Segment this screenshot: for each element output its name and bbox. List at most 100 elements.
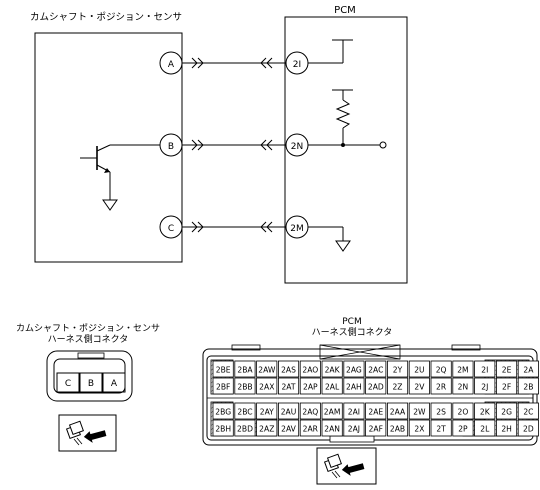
pcm-pin-cell bbox=[495, 377, 518, 395]
pcm-pin-cell bbox=[277, 419, 300, 437]
pcm-pin-label: 2BA bbox=[237, 366, 253, 375]
pcm-pin-cell bbox=[386, 419, 409, 437]
pcm-pin-label: 2R bbox=[436, 383, 447, 392]
pcm-pin-cell bbox=[256, 402, 278, 420]
connector-pin: B bbox=[88, 379, 94, 389]
pcm-pin-cell bbox=[517, 377, 539, 395]
pcm-pin-label: 2AW bbox=[258, 366, 276, 375]
pcm-pin-cell bbox=[343, 377, 365, 395]
pcm-pin-cell bbox=[321, 419, 343, 437]
pcm-pin-cell bbox=[365, 360, 387, 378]
pcm-2m-ground bbox=[308, 226, 344, 241]
pcm-pin-label: 2AZ bbox=[259, 425, 274, 434]
pcm-pin-label: 2O bbox=[457, 408, 468, 417]
pcm-pin-cell bbox=[343, 402, 365, 420]
pin-label: A bbox=[168, 60, 175, 70]
pcm-pin-label: 2AK bbox=[325, 366, 341, 375]
pcm-pin-cell bbox=[343, 419, 365, 437]
ground-icon bbox=[102, 199, 118, 211]
pin-label: B bbox=[168, 142, 174, 152]
pcm-pin-label: 2AX bbox=[259, 383, 274, 392]
pcm-pin-cell bbox=[452, 377, 474, 395]
ground-icon bbox=[335, 240, 351, 252]
pcm-pin-cell bbox=[256, 377, 278, 395]
pcm-pin-cell bbox=[452, 360, 474, 378]
pcm-title: PCM bbox=[334, 5, 356, 16]
pcm-pin-label: 2AM bbox=[324, 408, 341, 417]
connector-pin: C bbox=[65, 379, 71, 389]
pcm-pin-label: 2F bbox=[502, 383, 511, 392]
pcm-harness-subtitle: ハーネス側コネクタ bbox=[312, 326, 393, 338]
pcm-pin-cell bbox=[365, 402, 387, 420]
pcm-pin-label: 2BG bbox=[215, 408, 231, 417]
pcm-pin-label: 2AI bbox=[348, 408, 360, 417]
pcm-pin-2n: 2N bbox=[285, 133, 309, 157]
wire-b-2n bbox=[182, 139, 286, 151]
pcm-pin-cell bbox=[386, 402, 409, 420]
pcm-harness-title: PCM bbox=[342, 317, 361, 327]
pcm-pin-cell bbox=[430, 419, 452, 437]
pcm-pin-label: 2U bbox=[414, 366, 424, 375]
pcm-box bbox=[284, 16, 408, 284]
pcm-pin-label: 2AF bbox=[369, 425, 383, 434]
pcm-pin-label: 2BH bbox=[215, 425, 231, 434]
pcm-pin-label: 2C bbox=[523, 408, 533, 417]
pcm-pin-cell bbox=[234, 402, 256, 420]
pcm-pin-label: 2AJ bbox=[348, 425, 360, 434]
pcm-pin-cell bbox=[256, 419, 278, 437]
pcm-pin-label: 2AC bbox=[368, 366, 383, 375]
pcm-pin-label: 2X bbox=[414, 425, 424, 434]
pcm-pin-cell bbox=[517, 419, 539, 437]
connector-view-icon bbox=[316, 447, 377, 485]
pcm-pin-label: 2K bbox=[480, 408, 491, 417]
sensor-title: カムシャフト・ポジション・センサ bbox=[30, 12, 182, 23]
sensor-harness-connector: C B A bbox=[46, 350, 133, 402]
pcm-pin-cell bbox=[234, 360, 256, 378]
pcm-pin-cell bbox=[299, 377, 321, 395]
pcm-pin-label: 2BC bbox=[237, 408, 252, 417]
pcm-pin-label: 2G bbox=[501, 408, 512, 417]
pcm-pin-label: 2V bbox=[414, 383, 425, 392]
pcm-pin-cell bbox=[321, 402, 343, 420]
pcm-pin-label: 2AT bbox=[281, 383, 295, 392]
pcm-pin-label: 2AR bbox=[303, 425, 319, 434]
pcm-pin-cell bbox=[212, 360, 234, 378]
pcm-pin-cell bbox=[212, 419, 234, 437]
pcm-pin-label: 2S bbox=[436, 408, 446, 417]
pcm-pin-cell bbox=[452, 402, 474, 420]
pcm-pin-cell bbox=[386, 360, 409, 378]
connector-pin: A bbox=[111, 379, 118, 389]
pcm-pin-cell bbox=[321, 360, 343, 378]
pcm-pin-cell bbox=[474, 377, 496, 395]
pcm-pin-cell bbox=[321, 377, 343, 395]
pcm-pin-cell bbox=[299, 402, 321, 420]
pcm-pin-cell bbox=[234, 419, 256, 437]
pcm-pin-label: 2AO bbox=[302, 366, 318, 375]
pcm-2i-power bbox=[308, 39, 353, 64]
pcm-pin-label: 2AY bbox=[260, 408, 274, 417]
pcm-pin-label: 2AQ bbox=[302, 408, 318, 417]
pcm-pin-label: 2AA bbox=[390, 408, 406, 417]
pcm-pin-label: 2AN bbox=[324, 425, 340, 434]
pcm-pin-cell bbox=[517, 360, 539, 378]
pcm-pin-cell bbox=[212, 377, 234, 395]
pcm-pin-cell bbox=[256, 360, 278, 378]
pcm-pin-cell bbox=[365, 377, 387, 395]
pcm-pin-cell bbox=[386, 377, 409, 395]
pcm-pin-cell bbox=[495, 360, 518, 378]
pcm-pin-label: 2H bbox=[501, 425, 512, 434]
pcm-pin-cell bbox=[408, 402, 430, 420]
pcm-pin-label: 2BB bbox=[237, 383, 252, 392]
pcm-pin-label: 2BE bbox=[216, 366, 231, 375]
pcm-pin-label: 2Z bbox=[392, 383, 402, 392]
pcm-pin-label: 2T bbox=[436, 425, 446, 434]
pcm-pin-cell bbox=[234, 377, 256, 395]
pcm-pin-label: 2W bbox=[413, 408, 426, 417]
pcm-pin-cell bbox=[517, 402, 539, 420]
pcm-pin-label: 2B bbox=[523, 383, 533, 392]
pin-label: 2I bbox=[293, 60, 301, 70]
pcm-pin-label: 2Q bbox=[436, 366, 447, 375]
pcm-pin-label: 2AG bbox=[346, 366, 362, 375]
pcm-pin-label: 2AP bbox=[303, 383, 318, 392]
